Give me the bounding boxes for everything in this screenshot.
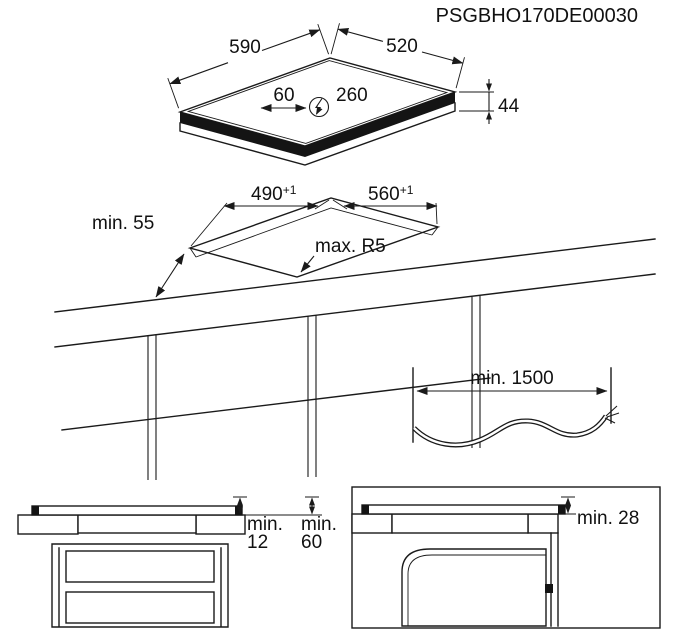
min-1500-label: min. 1500 (470, 368, 553, 389)
dim-520-label: 520 (386, 36, 418, 57)
hob-glass-section-oven (361, 504, 566, 515)
min-60-label-word: min. (301, 514, 337, 535)
hob-bottom-rim (179, 102, 456, 166)
dim-590-label: 590 (229, 37, 261, 58)
worktop-left (17, 514, 79, 535)
dim-260-label: 260 (336, 85, 368, 106)
min-60-label-value: 60 (301, 532, 322, 553)
oven-outline (401, 548, 547, 627)
hob-glass-section (31, 505, 243, 516)
max-r5-leader (300, 255, 315, 273)
worktop-left-oven (351, 513, 393, 534)
min-12-label-word: min. (247, 514, 283, 535)
dim-44-label: 44 (498, 96, 520, 117)
hob-glass-inner-edge (186, 60, 449, 144)
worktop-edge-lines (54, 238, 656, 431)
dim-520-arrow-left (337, 28, 384, 42)
drawer-front-top (65, 550, 215, 583)
worktop-right-oven (527, 513, 559, 534)
worktop-cutout-view: 490+1 560+1 min. 55 max. R5 (54, 183, 656, 480)
dim-60-label: 60 (273, 85, 294, 106)
glass-trim-right (235, 506, 242, 515)
hob-body-band (180, 92, 455, 157)
dim-590-arrow-left (169, 62, 229, 85)
drawer-installation-section: min. 12 min. 60 (17, 496, 337, 628)
oven-inner-line (407, 554, 546, 626)
cable-wire-strands (604, 405, 620, 424)
glass-trim-right-oven (558, 505, 565, 514)
worktop-right (195, 514, 246, 535)
min-12-label-value: 12 (247, 532, 268, 553)
min-28-label: min. 28 (577, 508, 639, 529)
hob-body-section-oven (391, 513, 529, 534)
power-cable (412, 405, 620, 448)
cable-core (413, 415, 607, 447)
dim-520-arrow-right (421, 51, 464, 65)
glass-trim-left (32, 506, 39, 515)
cabinet-wall-right (550, 532, 559, 627)
hob-extension-lines (167, 23, 494, 112)
lightning-bolt-icon (314, 98, 323, 115)
product-code: PSGBHO170DE00030 (436, 5, 638, 27)
cabinet-outline (51, 543, 229, 628)
cable-outline (412, 414, 609, 448)
cutout-inner-wall (189, 207, 439, 258)
dim-560-label: 560+1 (368, 183, 414, 205)
glass-trim-left-oven (362, 505, 369, 514)
cabinet-legs (147, 296, 481, 480)
drawer-front-bottom (65, 591, 215, 624)
power-connection-symbol (308, 96, 330, 118)
oven-installation-section: min. 28 (351, 486, 661, 629)
max-r5-label: max. R5 (315, 236, 386, 257)
oven-mounting-block (545, 584, 553, 593)
cutout-opening (187, 197, 441, 278)
hob-isometric-view: 590 520 60 260 44 (167, 23, 520, 166)
dim-490-label: 490+1 (251, 183, 297, 205)
cutout-extension-lines (190, 199, 438, 247)
oven-section-frame (351, 486, 661, 629)
dim-590-arrow-right (261, 29, 321, 52)
oven-section-extension-lines (558, 496, 576, 515)
min-55-label: min. 55 (92, 213, 154, 234)
drawer-section-extension-lines (233, 496, 322, 516)
hob-body-section (77, 514, 197, 534)
cable-length-view: min. 1500 (412, 367, 620, 448)
min-55-arrow (155, 253, 185, 298)
